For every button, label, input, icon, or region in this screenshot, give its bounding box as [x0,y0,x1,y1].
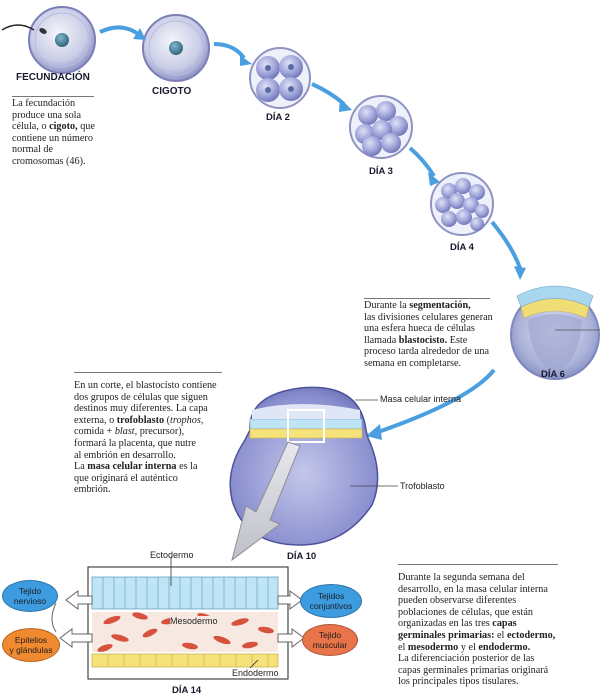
label-ectodermo: Ectodermo [150,550,194,560]
text-line: comida + blast, precursor), [74,426,185,438]
label-cigoto: CIGOTO [152,86,192,97]
tissue-conjuntivos: Tejidos conjuntivos [300,584,362,618]
text-line: Durante la segmentación, [364,300,471,311]
label-dia10: DÍA 10 [287,551,317,562]
text-line: organizadas en las tres capas [398,618,517,630]
text-line: contiene un número [12,132,93,144]
label-masa-celular: Masa celular interna [380,394,462,404]
text-line: normal de [12,144,54,156]
text-line: destinos muy diferentes. La capa [74,403,208,415]
text-line: embrión. [74,484,111,496]
text-line: proceso tarda alrededor de una [364,346,490,358]
rule-segunda [398,564,558,565]
text-segmentacion: Durante la segmentación,las divisiones c… [364,300,504,370]
day4-embryo [430,172,494,236]
text-line: semana en completarse. [364,357,462,369]
tissue-epitelios: Epitelios y glándulas [2,628,60,662]
text-line: capas germinales primarias originará [398,664,549,676]
day6-blastocyst [510,285,600,380]
text-line: produce una sola [12,109,82,121]
text-line: poblaciones de células, que están [398,606,533,618]
label-mesodermo: Mesodermo [170,616,218,626]
text-line: llamada blastocisto. Este [364,334,468,346]
text-line: La diferenciación posterior de las [398,653,535,665]
tissue-nervioso: Tejido nervioso [2,580,58,612]
text-line: las divisiones celulares generan [364,311,493,323]
text-line: los principales tipos tisulares. [398,676,519,688]
label-dia4: DÍA 4 [450,242,474,253]
fecundation-egg [1,6,96,74]
text-line: cromosomas (46). [12,155,86,167]
text-line: En un corte, el blastocisto contiene [74,380,217,391]
text-line: desarrollo, en la masa celular interna [398,583,548,595]
label-dia6: DÍA 6 [541,369,565,380]
rule-fecundacion [12,96,94,97]
text-line: el mesodermo y el endodermo. [398,641,531,653]
zoom-arrow [231,441,301,562]
text-line: que originará el auténtico [74,472,178,484]
text-line: Durante la segunda semana del [398,572,525,583]
day2-embryo [249,47,311,109]
day3-embryo [349,95,413,159]
zygote [142,14,210,82]
label-fecundacion: FECUNDACIÓN [16,72,90,83]
text-line: La masa celular interna es la [74,461,198,473]
text-line: dos grupos de células que siguen [74,391,208,403]
label-dia2: DÍA 2 [266,112,290,123]
label-trofoblasto: Trofoblasto [400,481,445,491]
tissue-muscular: Tejido muscular [302,624,358,656]
text-line: La fecundación [12,98,76,109]
text-line: pueden observarse diferentes [398,595,517,607]
stage-arrowheads [133,28,526,440]
text-line: externa, o trofoblasto (trophos, [74,414,204,426]
label-endodermo: Endodermo [232,668,279,678]
label-dia3: DÍA 3 [369,166,393,177]
text-line: germinales primarias: el ectodermo, [398,629,556,641]
label-dia14: DÍA 14 [172,685,202,696]
rule-segmentacion [364,298,490,299]
tissue-arrows [59,590,305,648]
text-line: célula, o cigoto, que [12,121,95,133]
text-line: al embrión en desarrollo. [74,449,176,461]
text-line: una esfera hueca de células [364,323,475,335]
text-line: formará la placenta, que nutre [74,437,196,449]
rule-corte [74,372,222,373]
